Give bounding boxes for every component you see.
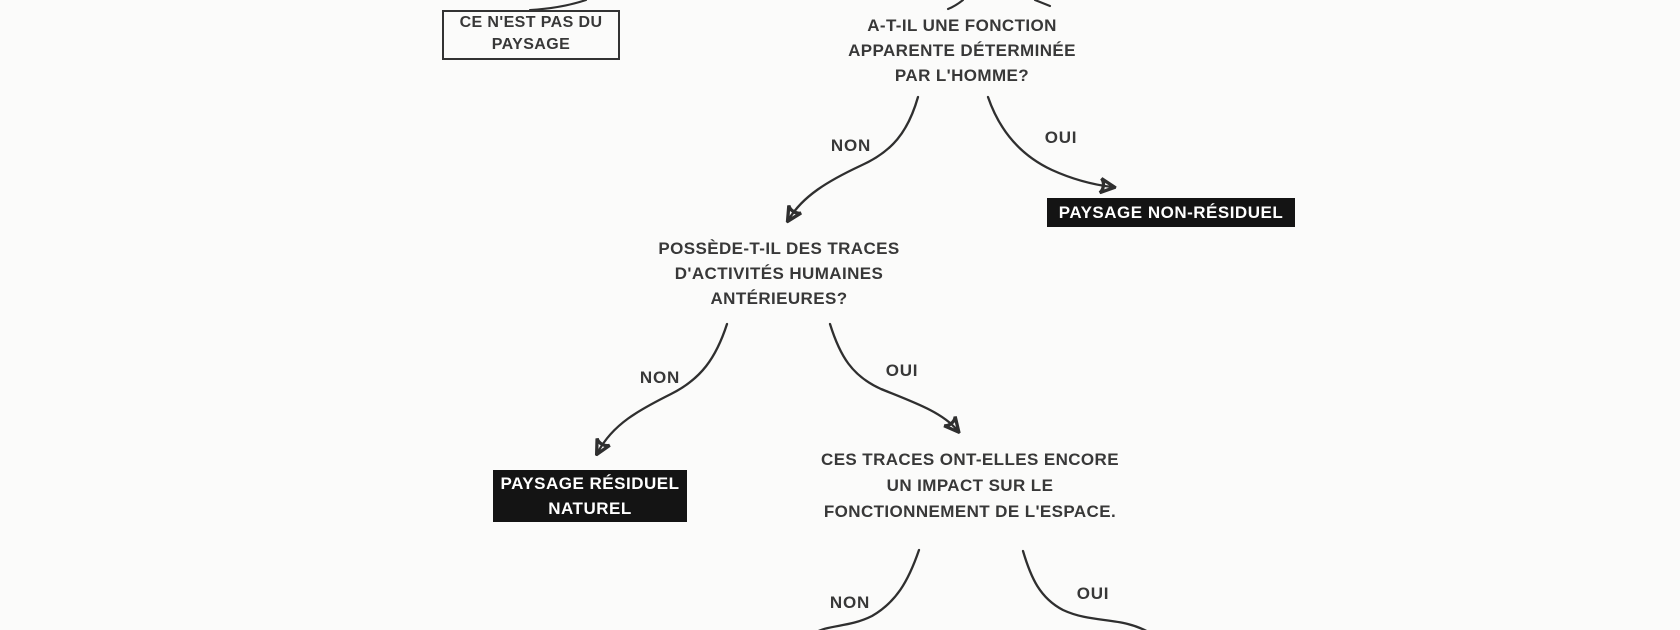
terminal-natural-residual-line: NATUREL	[548, 499, 632, 518]
question-function-line: APPARENTE DÉTERMINÉE	[848, 41, 1076, 60]
arrow-traces-oui-to-impact	[828, 322, 957, 430]
edge-label-impact-non: NON	[829, 593, 871, 612]
question-impact: CES TRACES ONT-ELLES ENCORE UN IMPACT SU…	[820, 447, 1120, 525]
edge-label-traces-oui: OUI	[885, 361, 919, 380]
terminal-natural-residual-landscape: PAYSAGE RÉSIDUEL NATUREL	[493, 470, 687, 522]
question-traces-line: ANTÉRIEURES?	[710, 289, 848, 308]
question-function-line: A-T-IL UNE FONCTION	[867, 16, 1057, 35]
question-traces-line: POSSÈDE-T-IL DES TRACES	[658, 239, 900, 258]
question-function: A-T-IL UNE FONCTION APPARENTE DÉTERMINÉE…	[812, 13, 1112, 88]
edge-label-function-oui: OUI	[1044, 128, 1078, 147]
question-traces: POSSÈDE-T-IL DES TRACES D'ACTIVITÉS HUMA…	[629, 236, 929, 311]
arrow-traces-non-to-natural-residual	[598, 322, 729, 452]
question-traces-line: D'ACTIVITÉS HUMAINES	[674, 264, 884, 283]
edge-label-traces-non: NON	[639, 368, 681, 387]
cutoff-arrow-fragment-left-icon	[528, 0, 588, 12]
terminal-natural-residual-line: PAYSAGE RÉSIDUEL	[500, 474, 680, 493]
terminal-non-residual-landscape: PAYSAGE NON-RÉSIDUEL	[1047, 198, 1295, 227]
cutoff-arrow-fragment-center-icon	[946, 0, 965, 11]
arrow-function-non-to-traces	[789, 95, 920, 219]
arrow-function-oui-to-non-residual	[986, 95, 1112, 187]
terminal-not-landscape-line: CE N'EST PAS DU	[459, 14, 603, 31]
edge-label-impact-oui: OUI	[1076, 584, 1110, 603]
edge-label-function-non: NON	[830, 136, 872, 155]
question-function-line: PAR L'HOMME?	[894, 66, 1030, 85]
question-impact-line: FONCTIONNEMENT DE L'ESPACE.	[823, 502, 1117, 521]
arrow-impact-non-offscreen	[817, 548, 921, 630]
terminal-non-residual-label: PAYSAGE NON-RÉSIDUEL	[1058, 203, 1284, 222]
question-impact-line: CES TRACES ONT-ELLES ENCORE	[821, 450, 1119, 469]
terminal-not-landscape: CE N'EST PAS DU PAYSAGE	[442, 10, 620, 60]
arrow-impact-oui-offscreen	[1021, 549, 1147, 630]
cutoff-arrow-fragment-right-icon	[1033, 0, 1052, 8]
question-impact-line: UN IMPACT SUR LE	[886, 476, 1054, 495]
terminal-not-landscape-line: PAYSAGE	[491, 36, 571, 53]
